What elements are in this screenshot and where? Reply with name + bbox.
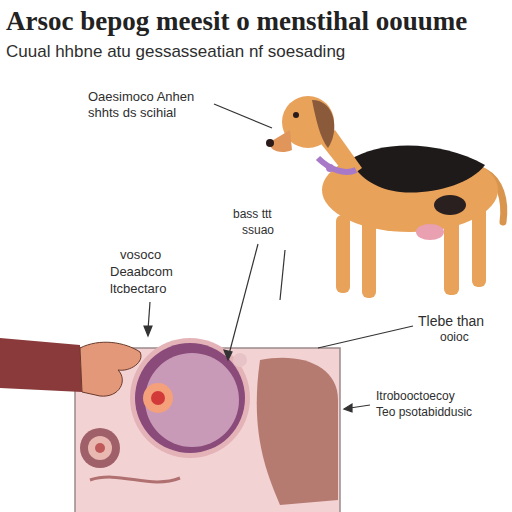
callout-label: ssuao [242,224,274,238]
callout-label: bass ttt [233,208,272,222]
subtitle-text: Cuual hhbne atu gessasseatian nf soesadi… [6,42,345,62]
callout-label: Teo psotabiddusic [376,406,472,420]
callout-label: ooioc [440,331,469,345]
callout-label: shhts ds scihial [88,106,176,121]
hand-figure [0,338,141,396]
callout-label: ltcbectaro [110,282,166,297]
callout-label: Oaesimoco Anhen [88,90,194,105]
diagram-title: Arsoc bepog meesit o menstihal oouume [6,6,467,37]
dog-figure [266,96,504,298]
callout-label: Tlebe than [418,313,484,329]
leader-lines [144,104,413,412]
callout-label: vosoco [120,248,161,263]
tissue-panel [75,338,340,512]
callout-label: Itrobooctoecoy [376,390,455,404]
callout-label: Deaabcom [110,265,173,280]
